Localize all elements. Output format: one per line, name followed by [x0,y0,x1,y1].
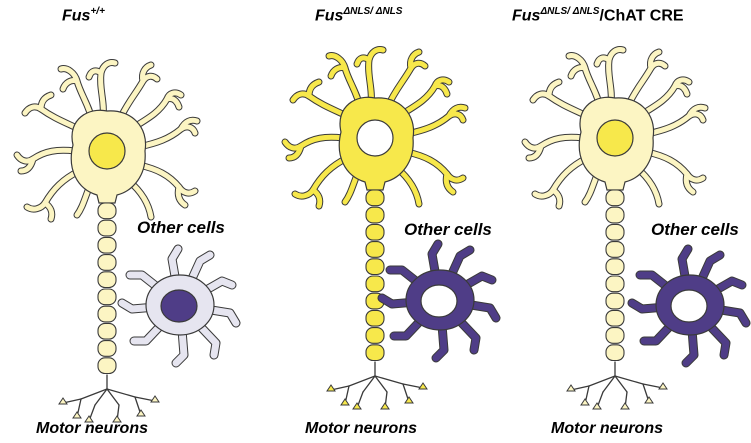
panel-1-motor-neuron [17,62,197,422]
panel-2-other-cell [382,244,496,358]
panel-3-motor-neuron [525,49,705,409]
panel-3-other-cell [632,249,746,363]
panel-1-other-cell [122,249,236,363]
